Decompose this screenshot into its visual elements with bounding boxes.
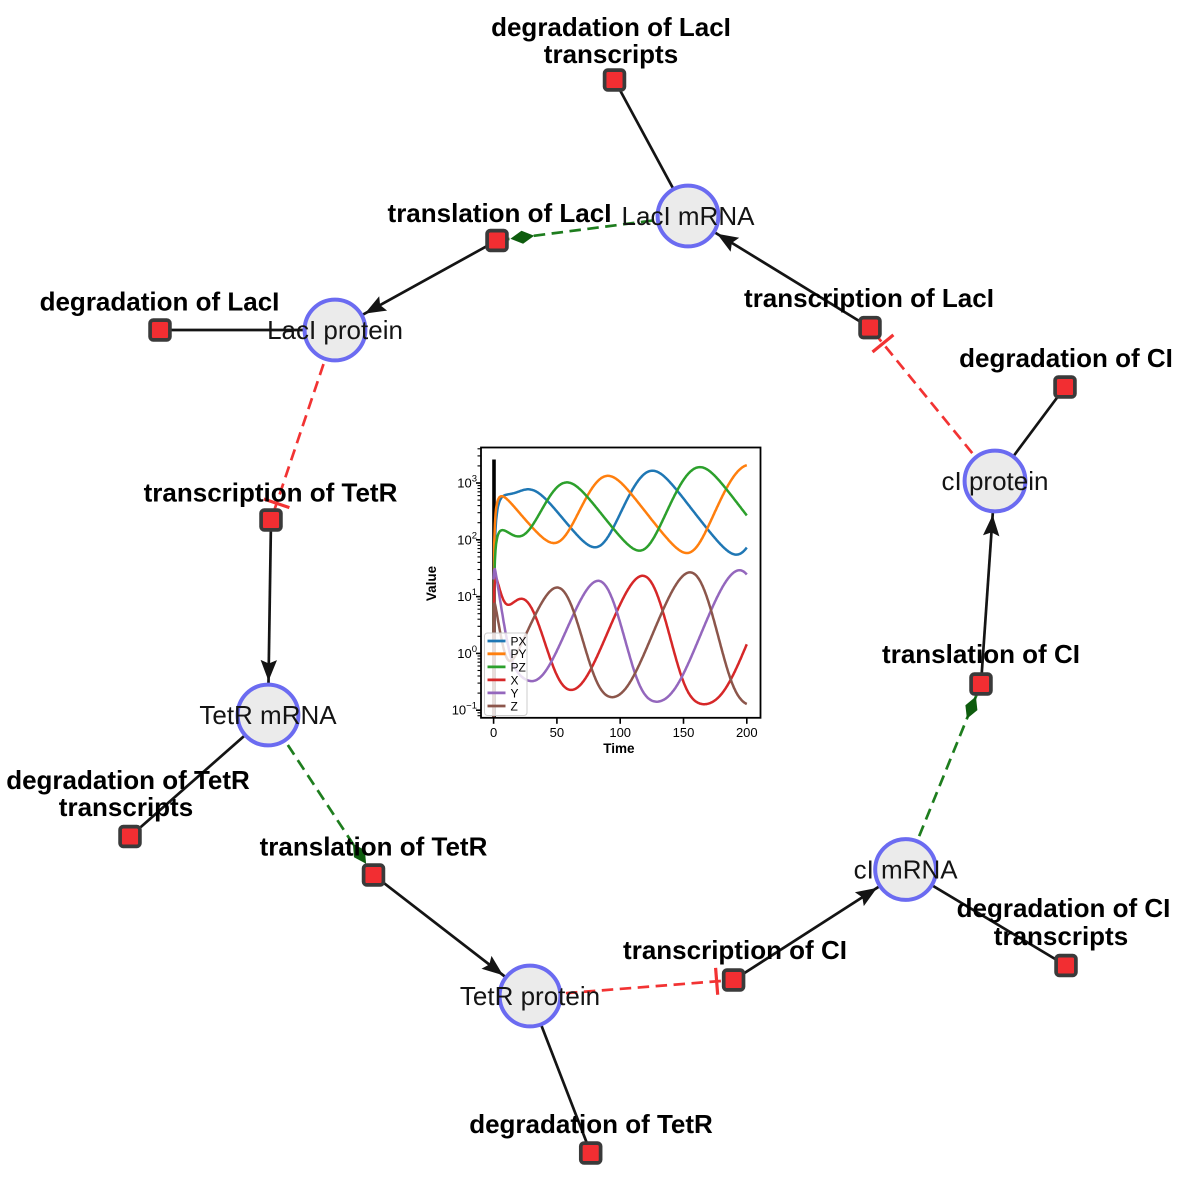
svg-text:Time: Time	[603, 741, 635, 756]
svg-text:LacI mRNA: LacI mRNA	[622, 201, 756, 231]
svg-text:transcription of TetR: transcription of TetR	[144, 478, 398, 508]
svg-text:cI mRNA: cI mRNA	[854, 855, 959, 885]
svg-text:degradation of CI: degradation of CI	[957, 893, 1171, 923]
svg-text:cI protein: cI protein	[942, 466, 1049, 496]
svg-text:degradation of TetR: degradation of TetR	[469, 1109, 713, 1139]
svg-text:translation of TetR: translation of TetR	[260, 832, 488, 862]
svg-text:transcription of CI: transcription of CI	[623, 935, 847, 965]
svg-text:transcripts: transcripts	[59, 792, 193, 822]
svg-text:degradation of TetR: degradation of TetR	[6, 765, 250, 795]
svg-text:TetR mRNA: TetR mRNA	[199, 700, 337, 730]
svg-text:PZ: PZ	[511, 660, 526, 674]
svg-text:150: 150	[673, 725, 695, 740]
svg-text:degradation of LacI: degradation of LacI	[40, 287, 280, 317]
svg-text:translation of LacI: translation of LacI	[388, 198, 612, 228]
svg-text:X: X	[511, 673, 519, 687]
svg-text:transcripts: transcripts	[994, 921, 1128, 951]
svg-text:Y: Y	[511, 686, 519, 700]
svg-text:transcription of LacI: transcription of LacI	[744, 283, 994, 313]
svg-text:transcripts: transcripts	[544, 39, 678, 69]
svg-text:0: 0	[490, 725, 497, 740]
svg-text:200: 200	[736, 725, 758, 740]
svg-text:degradation of CI: degradation of CI	[959, 343, 1173, 373]
svg-text:Value: Value	[424, 565, 439, 601]
svg-text:100: 100	[609, 725, 631, 740]
svg-text:50: 50	[550, 725, 564, 740]
svg-text:PY: PY	[511, 647, 527, 661]
svg-text:LacI protein: LacI protein	[267, 315, 403, 345]
svg-text:PX: PX	[511, 634, 527, 648]
svg-text:translation of CI: translation of CI	[882, 639, 1080, 669]
svg-text:TetR protein: TetR protein	[460, 981, 600, 1011]
svg-text:degradation of LacI: degradation of LacI	[491, 12, 731, 42]
svg-text:Z: Z	[511, 699, 518, 713]
